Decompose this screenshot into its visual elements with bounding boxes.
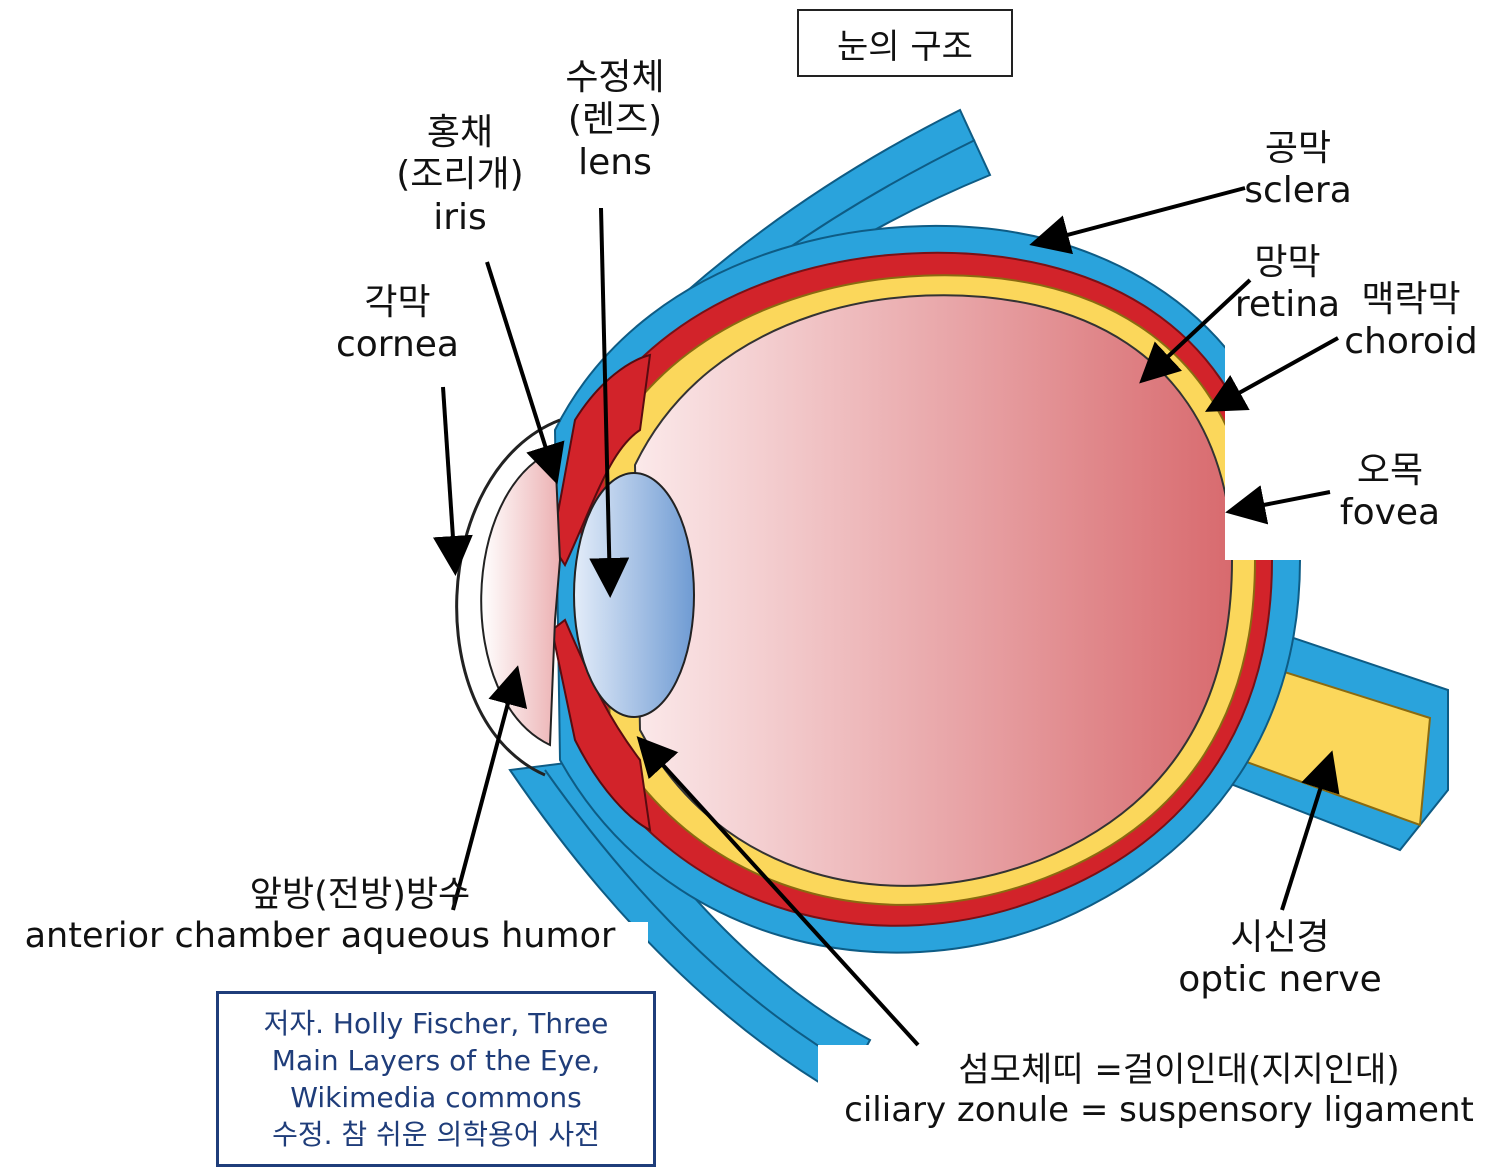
credit-line-1: 저자. Holly Fischer, Three	[263, 1006, 609, 1040]
label-zonule: 섬모체띠 =걸이인대(지지인대) ciliary zonule = suspen…	[818, 1050, 1500, 1130]
label-zonule-en: ciliary zonule = suspensory ligament	[844, 1090, 1474, 1131]
label-choroid-ko: 맥락막	[1361, 279, 1461, 320]
choroid-arrow	[1205, 336, 1339, 412]
aqueous-label-bg	[0, 922, 648, 982]
label-optic-nerve-ko: 시신경	[1230, 917, 1330, 958]
label-sclera-en: sclera	[1244, 170, 1352, 212]
label-cornea-ko: 각막	[364, 282, 431, 323]
label-cornea: 각막 cornea	[325, 282, 470, 367]
credit-line-3: Wikimedia commons	[290, 1081, 582, 1114]
label-fovea: 오목 fovea	[1330, 450, 1450, 535]
cornea-arrow	[432, 386, 473, 576]
label-retina-en: retina	[1234, 284, 1341, 326]
aqueous-arrow	[451, 665, 528, 911]
retina-arrow	[1139, 278, 1252, 384]
zonule-label-bg	[818, 1045, 1500, 1169]
label-lens: 수정체 (렌즈) lens	[540, 57, 690, 184]
label-sclera: 공막 sclera	[1238, 128, 1358, 213]
zonule-arrow	[636, 736, 920, 1047]
label-lens-en: lens	[578, 141, 652, 183]
label-iris: 홍채 (조리개) iris	[380, 112, 540, 239]
label-optic-nerve-en: optic nerve	[1178, 959, 1382, 1001]
label-lens-ko2: (렌즈)	[567, 99, 663, 141]
credit-line-2: Main Layers of the Eye,	[271, 1043, 601, 1077]
label-fovea-en: fovea	[1339, 492, 1441, 534]
title-text: 눈의 구조	[837, 26, 973, 67]
credit-box: 저자. Holly Fischer, Three Main Layers of …	[216, 991, 656, 1167]
label-aqueous: 앞방(전방)방수 anterior chamber aqueous humor	[0, 875, 640, 958]
label-iris-ko2: (조리개)	[396, 154, 524, 196]
lens-arrow	[589, 207, 630, 598]
label-zonule-ko: 섬모체띠 =걸이인대(지지인대)	[958, 1050, 1400, 1090]
cornea-outline	[455, 418, 561, 777]
fovea-arrow	[1225, 485, 1331, 525]
label-aqueous-en: anterior chamber aqueous humor	[24, 916, 616, 957]
optic-nerve-arrow	[1280, 750, 1340, 911]
iris-arrow	[485, 261, 565, 485]
title-box: 눈의 구조	[797, 9, 1013, 77]
optic-label-bg	[1160, 915, 1390, 1025]
anterior-chamber	[480, 448, 562, 747]
sclera-arrow	[1029, 186, 1246, 255]
credit-line-4: 수정. 참 쉬운 의학용어 사전	[272, 1118, 600, 1152]
label-lens-ko: 수정체	[565, 57, 665, 98]
label-retina-ko: 망막	[1254, 242, 1321, 283]
label-iris-en: iris	[433, 196, 487, 238]
vitreous-body	[633, 294, 1234, 887]
lens-shape	[573, 472, 695, 718]
label-retina: 망막 retina	[1230, 242, 1345, 327]
label-fovea-ko: 오목	[1356, 450, 1424, 491]
label-aqueous-ko: 앞방(전방)방수	[249, 875, 471, 915]
iris-upper	[550, 353, 652, 568]
label-sclera-ko: 공막	[1264, 128, 1332, 169]
label-cornea-en: cornea	[335, 324, 459, 366]
label-optic-nerve: 시신경 optic nerve	[1165, 917, 1395, 1002]
label-choroid-en: choroid	[1344, 321, 1478, 363]
right-label-bg	[1225, 120, 1485, 560]
label-choroid: 맥락막 choroid	[1336, 279, 1486, 364]
label-iris-ko: 홍채	[426, 112, 494, 153]
